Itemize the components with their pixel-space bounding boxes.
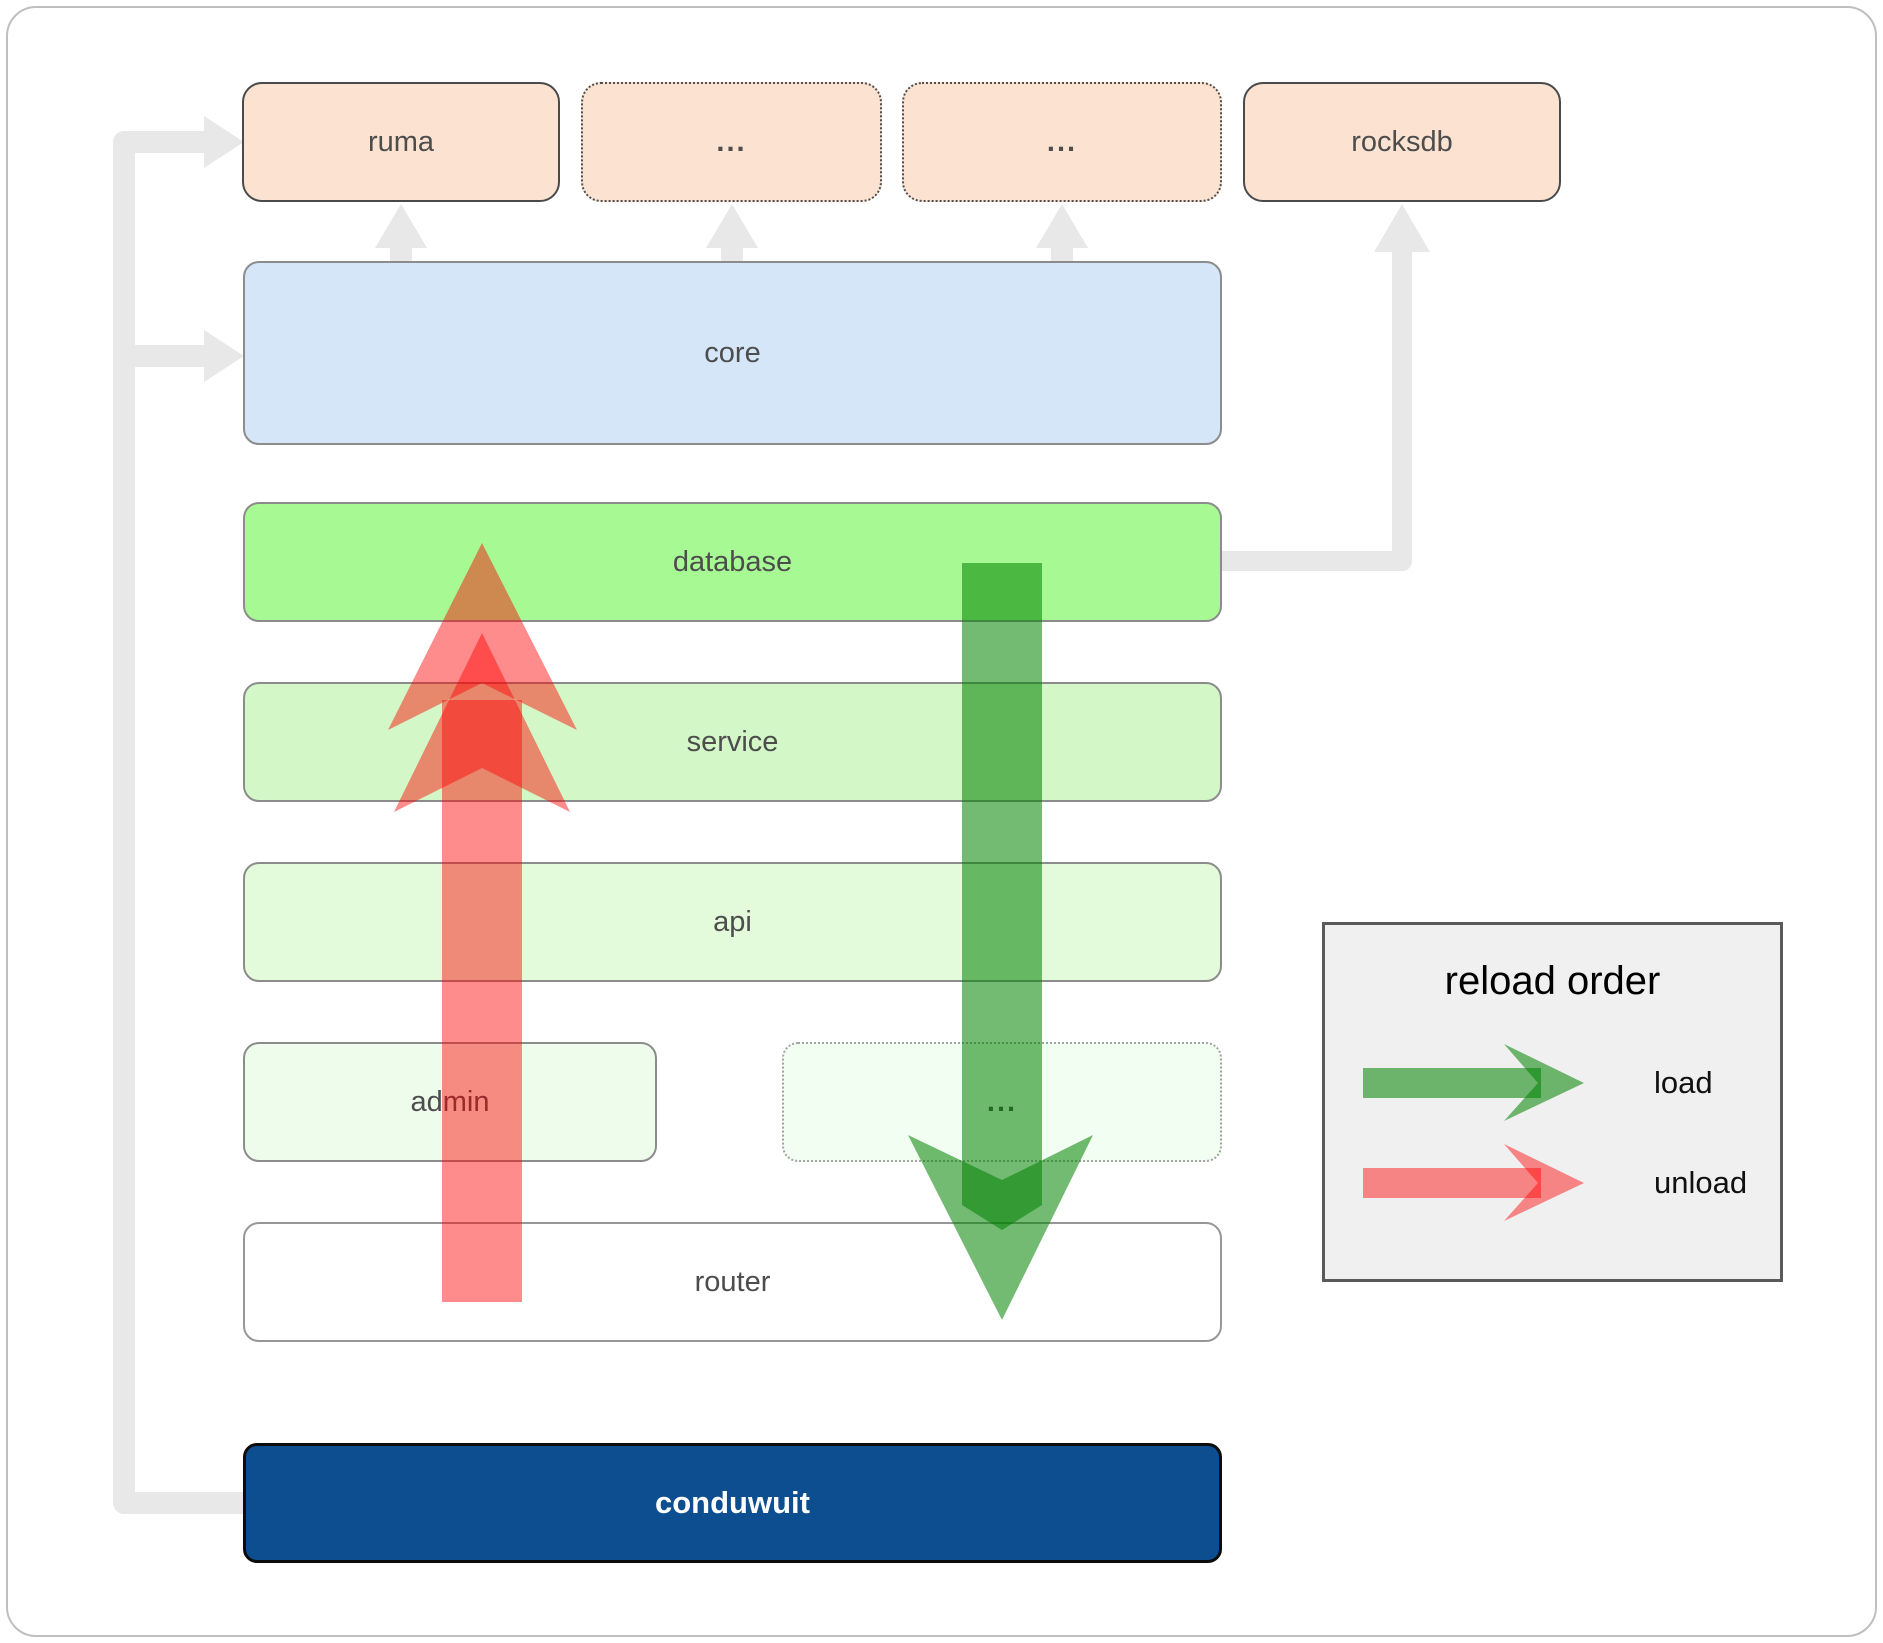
node-database: database bbox=[243, 502, 1222, 622]
unload-arrow-icon bbox=[1363, 1144, 1584, 1221]
node-dots-top-2: ... bbox=[902, 82, 1222, 202]
node-router: router bbox=[243, 1222, 1222, 1342]
node-database-label: database bbox=[672, 545, 793, 578]
node-ruma: ruma bbox=[242, 82, 560, 202]
node-rocksdb-label: rocksdb bbox=[1351, 125, 1453, 158]
node-core-label: core bbox=[704, 336, 761, 369]
node-core: core bbox=[243, 261, 1222, 445]
node-dots-mid: ... bbox=[782, 1042, 1222, 1162]
node-api: api bbox=[243, 862, 1222, 982]
outer-frame bbox=[6, 6, 1877, 1637]
node-conduwuit-label: conduwuit bbox=[655, 1485, 810, 1520]
node-rocksdb: rocksdb bbox=[1243, 82, 1561, 202]
legend-row-load: load bbox=[1363, 1044, 1780, 1122]
legend-label-unload: unload bbox=[1654, 1165, 1748, 1200]
node-admin-label: admin bbox=[410, 1085, 490, 1118]
node-ruma-label: ruma bbox=[367, 125, 435, 158]
node-dots-top-1: ... bbox=[581, 82, 882, 202]
node-dots-top-2-label: ... bbox=[1046, 125, 1078, 158]
node-service: service bbox=[243, 682, 1222, 802]
node-admin: admin bbox=[243, 1042, 657, 1162]
node-service-label: service bbox=[686, 725, 779, 758]
node-router-label: router bbox=[694, 1265, 771, 1298]
node-dots-top-1-label: ... bbox=[716, 125, 747, 158]
legend-row-unload: unload bbox=[1363, 1144, 1780, 1222]
legend-title: reload order bbox=[1444, 959, 1661, 1003]
node-dots-mid-label: ... bbox=[986, 1085, 1018, 1118]
node-conduwuit: conduwuit bbox=[243, 1443, 1222, 1563]
node-api-label: api bbox=[713, 905, 752, 938]
legend: reload order load unload bbox=[1322, 922, 1783, 1282]
legend-label-load: load bbox=[1654, 1065, 1713, 1100]
load-arrow-icon bbox=[1363, 1044, 1584, 1121]
